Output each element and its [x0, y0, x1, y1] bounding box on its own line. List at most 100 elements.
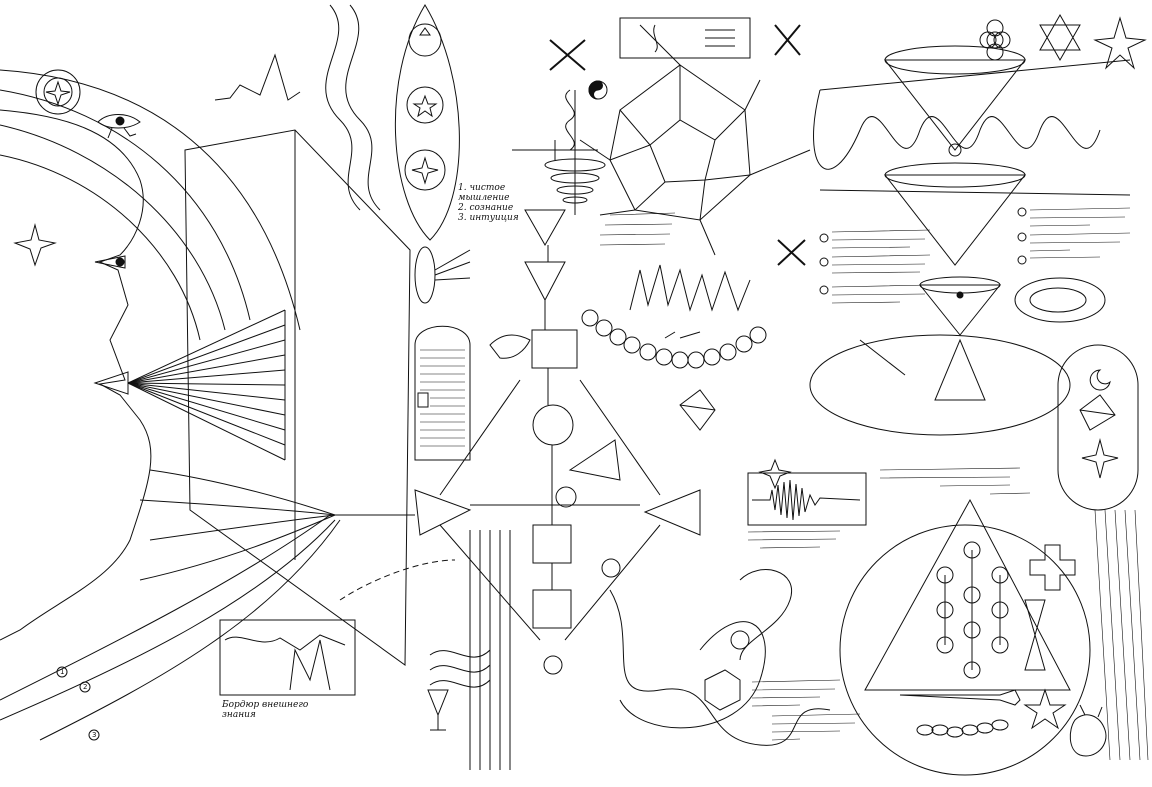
- arc-5: [0, 514, 331, 701]
- hourglass-icon: [1024, 599, 1046, 671]
- seed-pod: [414, 246, 436, 304]
- flame-icon: [653, 24, 658, 53]
- spleen-center: [414, 489, 472, 536]
- dagger-icon: [899, 689, 1021, 706]
- arc-1: [0, 69, 301, 331]
- solar-plexus-center: [643, 489, 701, 536]
- lower-channels: [439, 524, 661, 641]
- pod-rays: [434, 249, 471, 281]
- g-center-sun: [532, 404, 574, 446]
- ellipse-node-3: [404, 149, 446, 191]
- throat-center: [531, 329, 578, 369]
- pearl-chain: [581, 309, 767, 369]
- marker-circle: [88, 729, 100, 741]
- projection-rays: [127, 309, 286, 461]
- mountain-silhouette: [214, 53, 301, 101]
- dove-icon: [489, 334, 531, 359]
- swirl-cloud-inner: [1029, 287, 1087, 313]
- tombstone-text-lines: [420, 349, 465, 447]
- note-bullet: [819, 233, 829, 243]
- bodygraph: [414, 209, 701, 675]
- scribble-notes: [599, 207, 1149, 761]
- large-prism: [184, 129, 411, 666]
- cross-icon: [549, 39, 586, 71]
- note-bullet: [819, 285, 829, 295]
- arc-2: [0, 89, 251, 321]
- river-waves: [429, 649, 491, 688]
- constellation: [1079, 394, 1116, 431]
- hourglass-cones: [883, 45, 1027, 401]
- sun-icon: [1081, 438, 1119, 479]
- note-bullet: [1017, 207, 1027, 217]
- creature-icon: [664, 331, 701, 339]
- tree-of-life-icon: [936, 541, 1009, 679]
- root-node: [543, 655, 563, 675]
- compass-star-icon: [45, 80, 71, 106]
- head-center: [524, 209, 566, 247]
- cone-envelope: [819, 59, 1131, 196]
- marker-circle: [56, 666, 68, 678]
- orbit-ellipse: [809, 334, 1071, 436]
- marker-label: 1: [60, 668, 65, 676]
- tube-node: [730, 630, 750, 650]
- swirl-cloud: [1014, 277, 1106, 323]
- landscape-line: [224, 634, 346, 651]
- cross-icon: [1029, 544, 1076, 591]
- tangled-tube-1: [609, 589, 831, 746]
- keyhole-icon: [417, 392, 429, 408]
- ajna-center: [524, 261, 566, 302]
- cube-icon: [704, 669, 741, 711]
- hexagram-icon: [1039, 13, 1081, 62]
- elements-box: [619, 17, 751, 59]
- spiral-cone: [813, 89, 1101, 170]
- chalice-icon: [427, 689, 449, 731]
- arc-6: [0, 519, 336, 721]
- moon-capsule: [1057, 344, 1139, 511]
- tree-of-life-circle: [839, 524, 1091, 776]
- note-bullet: [1017, 232, 1027, 242]
- eye-of-horus-icon: [97, 114, 141, 139]
- sacral-center: [532, 589, 572, 629]
- pentagram-icon: [412, 94, 438, 118]
- waveform: [752, 479, 861, 521]
- arc-7: [39, 519, 341, 741]
- water-icon: [705, 29, 735, 47]
- compass-circle: [35, 69, 81, 115]
- ellipse-node-1: [408, 23, 442, 57]
- yin-yang-icon: [588, 80, 608, 100]
- note-bullet: [819, 257, 829, 267]
- tangled-tube-2: [619, 621, 766, 729]
- arc-4: [0, 154, 201, 341]
- cross-icon: [777, 239, 806, 266]
- star-icon: [1093, 16, 1147, 70]
- head-profile-outline: [0, 109, 152, 641]
- bodygraph-node: [601, 558, 621, 578]
- cross-icon: [774, 24, 801, 56]
- dodecahedron: [579, 24, 811, 256]
- dashed-path: [339, 559, 456, 601]
- octahedron-icon: [679, 389, 716, 431]
- bodygraph-node: [555, 486, 577, 508]
- chain-icon: [916, 719, 1009, 738]
- small-triangle: [568, 439, 621, 481]
- triple-ellipse: [394, 4, 460, 241]
- marker-circle: [79, 681, 91, 693]
- star-node-icon: [411, 156, 439, 185]
- vertical-strands: [469, 530, 511, 770]
- triad-note: 1. чистое мышление 2. сознание 3. интуиц…: [458, 183, 519, 223]
- triangle-small-icon: [419, 27, 431, 36]
- serpent-staff-icon: [512, 89, 606, 215]
- orbit-ray: [859, 339, 906, 376]
- tree-triangle: [864, 498, 1071, 691]
- wave-top-2: [345, 4, 381, 211]
- tangled-tube-3: [739, 569, 793, 661]
- ellipse-node-2: [406, 86, 444, 124]
- note-bullet: [1017, 255, 1027, 265]
- marker-label: 2: [83, 683, 88, 691]
- marker-label: 3: [92, 731, 97, 739]
- compass-inner: [43, 77, 73, 107]
- imp-figure: [1069, 704, 1107, 757]
- crescent-moon-icon: [1089, 369, 1111, 391]
- landscape-peaks: [289, 639, 331, 691]
